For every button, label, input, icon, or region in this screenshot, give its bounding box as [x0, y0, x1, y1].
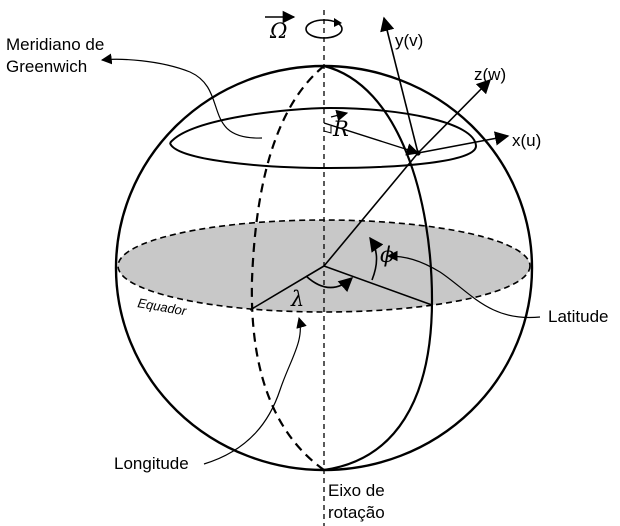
rotation-symbol	[305, 19, 343, 39]
right-angle-mark	[323, 126, 332, 134]
rotation-symbol-arrowhead	[334, 18, 342, 27]
rotation-axis-label-line2: rotação	[328, 503, 385, 522]
lambda-arc	[305, 275, 354, 293]
latitude-circle-back	[169, 106, 477, 147]
longitude-callout	[203, 316, 307, 465]
x-axis-label: x(u)	[512, 131, 541, 150]
y-axis-arrow	[380, 16, 419, 154]
greenwich-label-line2: Greenwich	[6, 57, 87, 76]
radius-vector-arrow	[330, 109, 349, 122]
latitude-circle-front	[169, 142, 477, 170]
greenwich-label-line1: Meridiano de	[6, 35, 104, 54]
longitude-label: Longitude	[114, 454, 189, 473]
omega-symbol: Ω	[269, 19, 287, 43]
z-axis-arrow	[417, 78, 492, 154]
latitude-projection-line	[323, 265, 433, 306]
radius-line	[323, 122, 420, 156]
radius-symbol: R	[332, 117, 349, 141]
lambda-symbol: λ	[290, 287, 304, 311]
longitude-line	[249, 265, 325, 311]
z-axis-label: z(w)	[474, 65, 506, 84]
y-axis-label: y(v)	[395, 31, 423, 50]
phi-symbol: ϕ	[380, 243, 394, 267]
position-vector	[323, 152, 419, 267]
latitude-label: Latitude	[548, 307, 609, 326]
latitude-callout	[386, 250, 541, 319]
local-meridian	[323, 64, 434, 472]
phi-arc	[369, 236, 384, 281]
greenwich-callout	[100, 53, 263, 139]
rotation-axis-label-line1: Eixo de	[328, 481, 385, 500]
greenwich-meridian	[250, 65, 325, 471]
x-axis-arrow	[417, 131, 510, 154]
